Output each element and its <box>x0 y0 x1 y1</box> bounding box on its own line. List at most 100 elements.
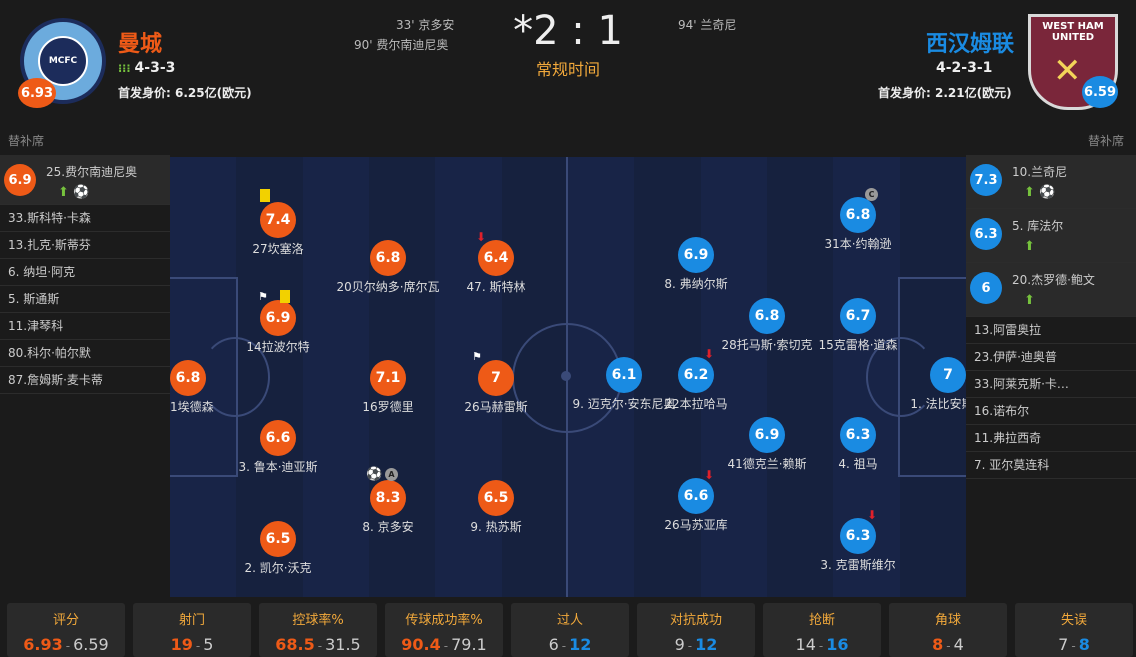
stat-label: 射门 <box>178 613 205 628</box>
player-rating: 6.1 <box>606 357 642 393</box>
player-name: 20贝尔纳多·席尔瓦 <box>336 280 440 294</box>
player-name: 8. 弗纳尔斯 <box>664 277 728 291</box>
sub-out-icon: ⬇ <box>476 230 487 244</box>
away-bench-title: 替补席 <box>1088 134 1125 148</box>
bench-player[interactable]: 11.弗拉西奇 <box>966 425 1136 452</box>
stat-away-value: 12 <box>569 635 592 654</box>
player-name: 1. 法比安斯基 <box>910 397 966 411</box>
bench-player[interactable]: 7. 亚尔莫连科 <box>966 452 1136 479</box>
player-name: 20.杰罗德·鲍文 <box>1012 273 1095 287</box>
home-team-name[interactable]: 曼城 <box>118 32 163 57</box>
yellow-card-icon <box>280 290 290 303</box>
player-rating: 6.8 <box>170 360 206 396</box>
bench-player[interactable]: 6.3 5. 库法尔 ⬆ <box>966 209 1136 263</box>
stat-label: 角球 <box>934 613 961 628</box>
bench-player[interactable]: 6 20.杰罗德·鲍文 ⬆ <box>966 263 1136 317</box>
corner-flag-icon: ⚑ <box>472 350 482 363</box>
stat-away-value: 5 <box>203 635 214 654</box>
bench-player[interactable]: 87.詹姆斯·麦卡蒂 <box>0 367 170 394</box>
home-bench: 6.9 25.费尔南迪尼奥 ⬆ ⚽ 33.斯科特·卡森 13.扎克·斯蒂芬 6.… <box>0 155 170 394</box>
player-name: 41德克兰·赖斯 <box>727 457 807 471</box>
stat-home-value: 14 <box>795 635 816 654</box>
player-name: 28托马斯·索切克 <box>721 338 813 352</box>
player-rating: 6.9 <box>4 164 36 196</box>
home-player[interactable]: 6.8 20贝尔纳多·席尔瓦 <box>328 240 448 295</box>
bench-player[interactable]: 6. 纳坦·阿克 <box>0 259 170 286</box>
bench-player[interactable]: 6.9 25.费尔南迪尼奥 ⬆ ⚽ <box>0 155 170 205</box>
left-penalty-arc <box>200 337 270 417</box>
away-player[interactable]: 6.8 28托马斯·索切克 <box>707 298 827 353</box>
match-period: 常规时间 <box>535 60 600 79</box>
stat-away-value: 8 <box>1078 635 1090 654</box>
player-rating: 6 <box>970 272 1002 304</box>
player-rating: 6.8 <box>370 240 406 276</box>
away-player[interactable]: 71. 法比安斯基 <box>888 357 966 412</box>
player-rating: 6.9 <box>678 237 714 273</box>
stat-home-value: 68.5 <box>275 635 315 654</box>
player-name: 31埃德森 <box>170 400 214 414</box>
stat-pass-accuracy[interactable]: 传球成功率%90.4-79.1 <box>385 603 503 657</box>
stat-home-value: 19 <box>170 635 193 654</box>
stat-home-value: 8 <box>932 635 944 654</box>
bench-player[interactable]: 11.津琴科 <box>0 313 170 340</box>
match-score: *2 : 1 <box>513 8 623 54</box>
away-team-name[interactable]: 西汉姆联 <box>926 32 1015 57</box>
bench-player[interactable]: 33.阿莱克斯·卡… <box>966 371 1136 398</box>
bench-player[interactable]: 16.诺布尔 <box>966 398 1136 425</box>
bench-player[interactable]: 5. 斯通斯 <box>0 286 170 313</box>
away-lineup-value: 首发身价: 2.21亿(欧元) <box>878 86 1012 100</box>
captain-icon: C <box>865 188 878 201</box>
player-rating: 6.3 <box>840 518 876 554</box>
player-rating: 6.7 <box>840 298 876 334</box>
bench-player[interactable]: 13.扎克·斯蒂芬 <box>0 232 170 259</box>
player-rating: 6.2 <box>678 357 714 393</box>
player-name: 25.费尔南迪尼奥 <box>46 165 138 179</box>
stat-possession[interactable]: 控球率%68.5-31.5 <box>259 603 377 657</box>
bench-player[interactable]: 23.伊萨·迪奥普 <box>966 344 1136 371</box>
bench-player[interactable]: 33.斯科特·卡森 <box>0 205 170 232</box>
sub-out-icon: ⬇ <box>704 468 715 482</box>
home-formation: ⁝⁝⁝4-3-3 <box>118 60 175 76</box>
player-rating: 6.5 <box>260 521 296 557</box>
bench-player[interactable]: 80.科尔·帕尔默 <box>0 340 170 367</box>
bench-player[interactable]: 7.3 10.兰奇尼 ⬆ ⚽ <box>966 155 1136 209</box>
sub-in-icon: ⬆ <box>1024 293 1035 308</box>
player-rating: 6.4 <box>478 240 514 276</box>
stat-away-value: 4 <box>953 635 964 654</box>
stat-away-value: 79.1 <box>451 635 487 654</box>
player-rating: 8.3 <box>370 480 406 516</box>
bench-player[interactable]: 13.阿雷奥拉 <box>966 317 1136 344</box>
yellow-card-icon <box>260 189 270 202</box>
away-player[interactable]: 6.9 8. 弗纳尔斯 <box>636 237 756 292</box>
stat-away-value: 16 <box>826 635 849 654</box>
stat-home-value: 6 <box>548 635 559 654</box>
home-goal-event: 33' 京多安 <box>396 18 455 32</box>
player-rating: 6.8 <box>749 298 785 334</box>
home-player[interactable]: 6.8 31埃德森 <box>170 360 248 415</box>
home-bench-title: 替补席 <box>8 134 45 148</box>
